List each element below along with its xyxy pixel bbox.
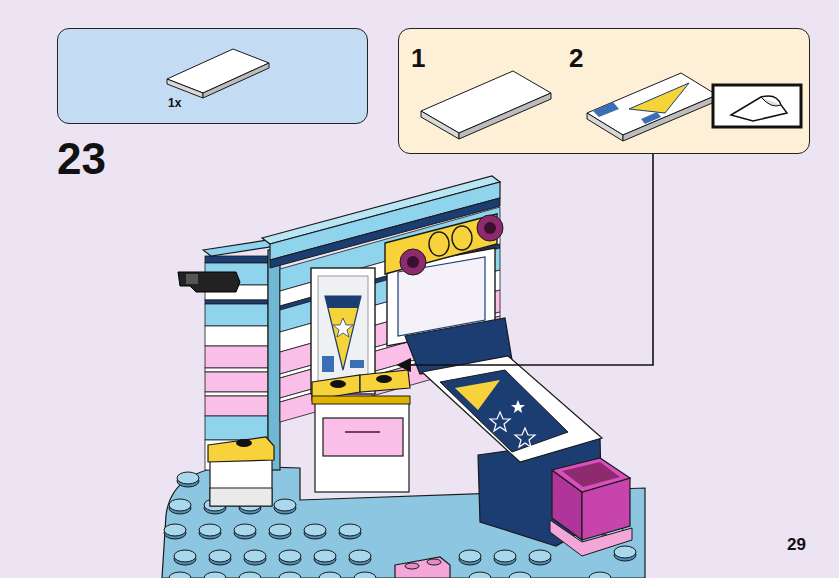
sub-step-number: 1 — [411, 45, 425, 71]
sub-step-box: 12 — [398, 28, 810, 154]
page-number: 29 — [787, 536, 806, 553]
sub-step-number: 2 — [569, 45, 583, 71]
part-illustration — [58, 29, 369, 125]
clip — [178, 272, 240, 292]
step-number: 23 — [57, 137, 106, 181]
part-illustration — [399, 29, 811, 155]
magenta-box — [550, 458, 632, 556]
parts-list-box: 1x — [57, 28, 368, 124]
stool — [208, 437, 274, 506]
flower — [400, 215, 503, 275]
pink-brick — [395, 557, 450, 578]
leader-line — [398, 154, 653, 365]
nightstand — [312, 370, 410, 492]
bed — [405, 318, 602, 546]
part-count: 1x — [168, 97, 181, 109]
